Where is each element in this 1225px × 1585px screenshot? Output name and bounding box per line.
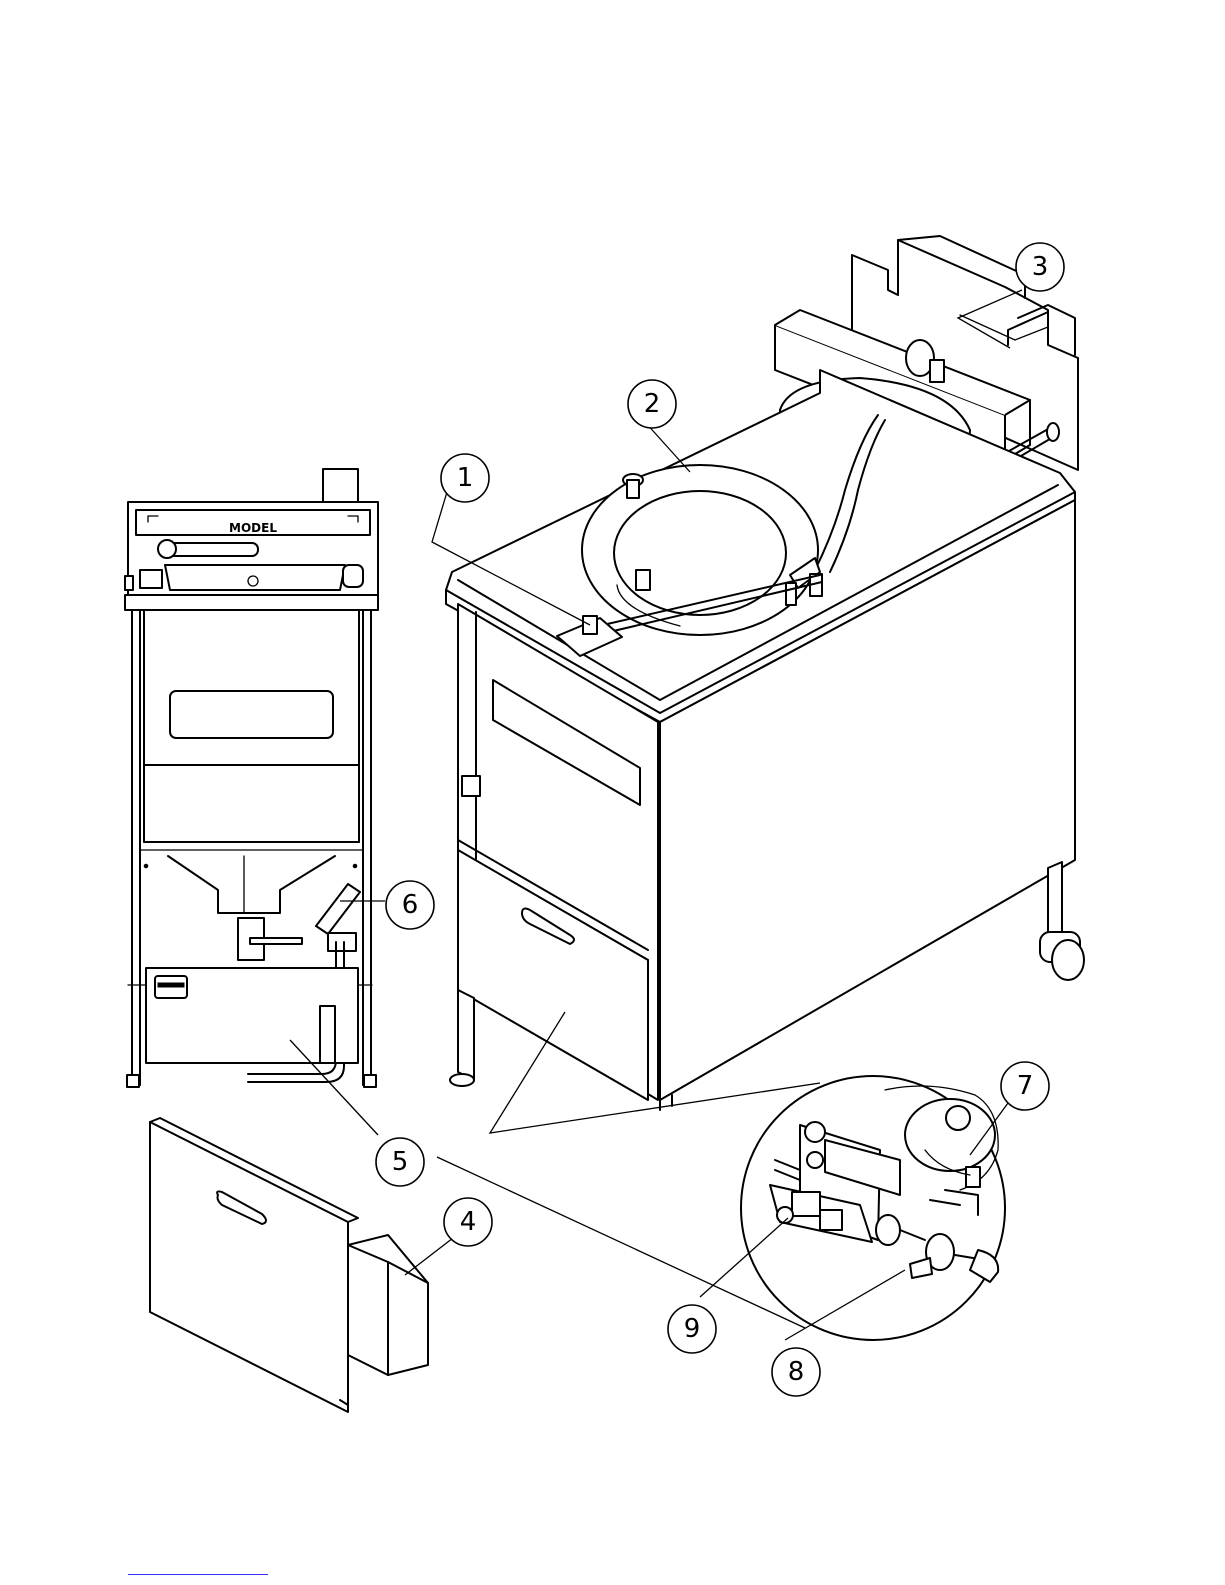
callout-8: 8 xyxy=(772,1348,820,1396)
front-view-fryer: MODEL xyxy=(125,469,378,1087)
gas-valve-detail xyxy=(741,1076,1005,1340)
callout-4-label: 4 xyxy=(460,1207,477,1237)
callout-2-label: 2 xyxy=(644,389,661,419)
callout-5: 5 xyxy=(376,1138,424,1186)
callout-9: 9 xyxy=(668,1305,716,1353)
callout-6: 6 xyxy=(386,881,434,929)
callout-3-label: 3 xyxy=(1032,252,1049,282)
callout-6-label: 6 xyxy=(402,890,419,920)
model-label: MODEL xyxy=(229,521,277,535)
callout-9-label: 9 xyxy=(684,1314,701,1344)
callout-5-label: 5 xyxy=(392,1147,409,1177)
callout-7: 7 xyxy=(1001,1062,1049,1110)
footer-link-underline[interactable] xyxy=(128,1574,268,1575)
callout-4: 4 xyxy=(444,1198,492,1246)
callout-8-label: 8 xyxy=(788,1357,805,1387)
callout-2: 2 xyxy=(628,380,676,428)
callout-1: 1 xyxy=(441,454,489,502)
callout-3: 3 xyxy=(1016,243,1064,291)
isometric-view-fryer xyxy=(446,236,1084,1110)
callout-1-label: 1 xyxy=(457,463,474,493)
callout-7-label: 7 xyxy=(1017,1071,1034,1101)
